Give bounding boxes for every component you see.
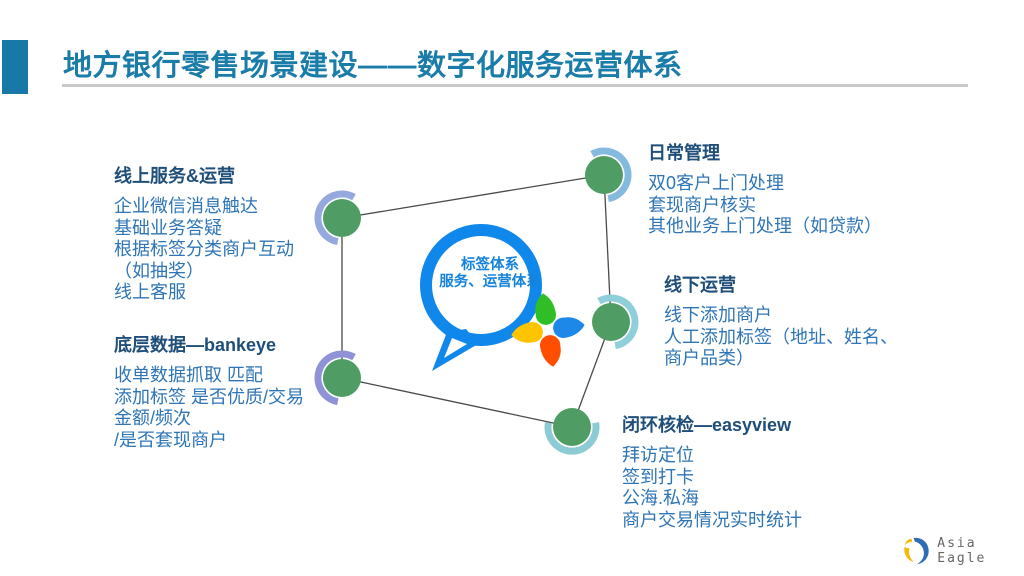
block-base-data-line: 添加标签 是否优质/交易 [114, 386, 305, 407]
node-circle-base-data [323, 359, 361, 397]
block-online: 线上服务&运营 企业微信消息触达 基础业务答疑 根据标签分类商户互动 （如抽奖）… [114, 162, 294, 304]
block-online-line: 企业微信消息触达 [114, 196, 258, 216]
block-offline-line: 线下添加商户 [664, 305, 772, 325]
block-offline: 线下运营 线下添加商户 人工添加标签（地址、姓名、 商户品类） [664, 271, 898, 370]
block-daily-line: 双0客户上门处理 [648, 173, 785, 193]
node-circle-offline [592, 303, 630, 341]
brand-logo: Asia Eagle [902, 534, 1024, 568]
arc-base-data [314, 350, 356, 406]
wecom-chat-bubble-icon [420, 224, 542, 371]
block-online-line: （如抽奖） [114, 260, 204, 281]
block-daily-line: 套现商户核实 [648, 194, 756, 215]
block-loop-line: 拜访定位 [622, 445, 694, 465]
node-circle-daily [585, 156, 623, 194]
block-base-data: 底层数据—bankeye 收单数据抓取 匹配 添加标签 是否优质/交易 金额/频… [114, 331, 304, 451]
block-offline-title: 线下运营 [664, 275, 736, 295]
arc-loop [544, 422, 600, 455]
petal-yellow [511, 321, 543, 343]
block-base-data-line: 金额/频次 [114, 408, 192, 428]
asia-eagle-swirl-icon [904, 537, 929, 565]
block-base-data-title: 底层数据—bankeye [114, 335, 277, 355]
block-loop-line: 签到打卡 [622, 466, 694, 487]
block-loop: 闭环核检—easyview 拜访定位 签到打卡 公海.私海 商户交易情况实时统计 [622, 411, 802, 531]
arc-daily [590, 147, 632, 203]
center-label-line2: 服务、运营体系 [439, 274, 541, 290]
block-online-line: 基础业务答疑 [114, 217, 222, 238]
node-circle-online [323, 199, 361, 237]
node-circles [323, 156, 630, 446]
block-offline-line: 商户品类） [664, 348, 754, 368]
center-label: 标签体系 服务、运营体系 [414, 257, 566, 291]
block-online-line: 根据标签分类商户互动 [114, 239, 294, 259]
block-daily-line: 其他业务上门处理（如贷款） [648, 216, 882, 236]
node-circle-loop [553, 408, 591, 446]
block-online-line: 线上客服 [114, 282, 186, 302]
block-online-title: 线上服务&运营 [114, 166, 235, 186]
block-loop-line: 商户交易情况实时统计 [622, 509, 802, 530]
arc-offline [597, 294, 639, 350]
petal-green [535, 293, 557, 325]
block-base-data-line: /是否套现商户 [114, 429, 228, 450]
wecom-pinwheel-icon [511, 293, 585, 367]
title-underline [62, 84, 968, 87]
block-daily: 日常管理 双0客户上门处理 套现商户核实 其他业务上门处理（如贷款） [648, 139, 882, 238]
petal-orange [539, 335, 561, 367]
block-loop-title: 闭环核检—easyview [622, 415, 792, 435]
petal-blue [553, 317, 585, 339]
block-loop-line: 公海.私海 [622, 488, 700, 508]
brand-logo-text: Asia Eagle [937, 536, 987, 566]
arc-online [314, 190, 356, 246]
center-label-line1: 标签体系 [461, 257, 519, 273]
page-title: 地方银行零售场景建设——数字化服务运营体系 [63, 50, 683, 82]
block-offline-line: 人工添加标签（地址、姓名、 [664, 326, 898, 347]
block-base-data-line: 收单数据抓取 匹配 [114, 365, 264, 385]
title-accent-bar [2, 40, 28, 94]
block-daily-title: 日常管理 [648, 143, 720, 163]
